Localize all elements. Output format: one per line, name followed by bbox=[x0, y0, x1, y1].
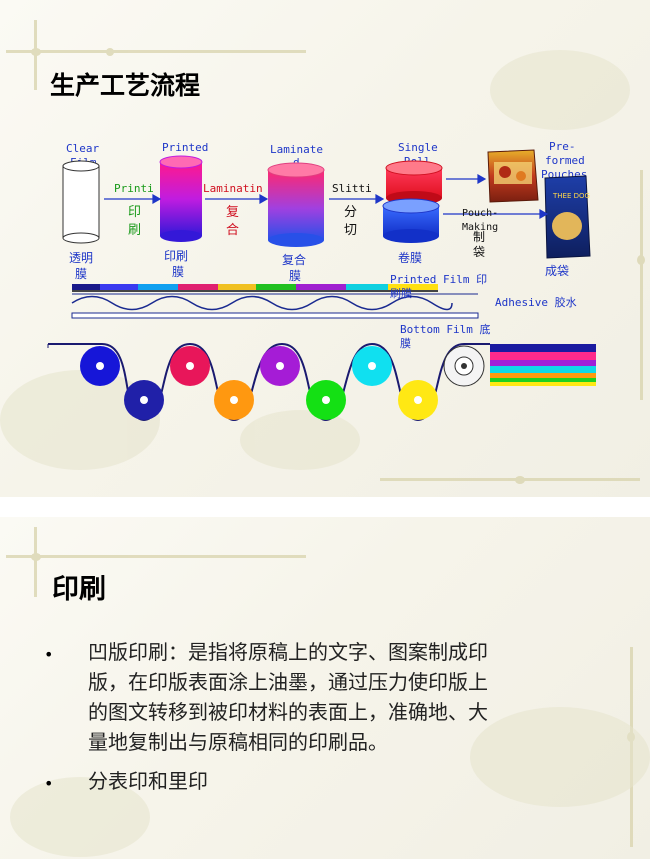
impression-roller-3-hub bbox=[322, 396, 330, 404]
print-roller-2-hub bbox=[186, 362, 194, 370]
pouch-brand-text: THEE DOG bbox=[552, 192, 590, 200]
laminated-label-2: d bbox=[293, 156, 300, 169]
laminated-zh: 复合 bbox=[282, 252, 306, 267]
bullet-line: 分表印和里印 bbox=[88, 769, 208, 793]
laminated-film-roll bbox=[267, 162, 325, 247]
bamboo-frame-decoration bbox=[6, 527, 650, 857]
printed-film-layer-label: Printed Film 印 bbox=[390, 273, 487, 286]
print-roller-3-hub bbox=[276, 362, 284, 370]
printed-film-layer-label-2: 刷膜 bbox=[390, 287, 412, 300]
laminating-process-label: Laminatin bbox=[203, 182, 263, 195]
printing-process-label: Printi bbox=[114, 182, 154, 195]
printed-output-stripes bbox=[490, 344, 596, 386]
film-layer-structure bbox=[71, 284, 479, 319]
laminating-process-zh-2: 合 bbox=[226, 223, 239, 238]
clear-film-zh-2: 膜 bbox=[75, 267, 87, 281]
bullet-line: 版，在印版表面涂上油墨，通过压力使印版上 bbox=[88, 670, 488, 694]
output-film-roll bbox=[443, 345, 485, 387]
bullet-line: 凹版印刷：是指将原稿上的文字、图案制成印 bbox=[88, 640, 488, 664]
impression-roller-4-hub bbox=[414, 396, 422, 404]
printed-zh-2: 膜 bbox=[172, 265, 184, 279]
preformed-label: Pre- bbox=[549, 140, 576, 153]
preformed-label-2: formed bbox=[545, 154, 585, 167]
laminated-label: Laminate bbox=[270, 143, 323, 156]
slitting-process-label: Slitti bbox=[332, 182, 372, 195]
single-roll-zh: 卷膜 bbox=[398, 250, 422, 265]
printed-film-roll bbox=[159, 155, 203, 242]
preformed-zh: 成袋 bbox=[545, 264, 569, 278]
clear-film-label: Clear bbox=[66, 142, 99, 155]
printed-label: Printed bbox=[162, 141, 208, 154]
adhesive-wave bbox=[71, 295, 453, 311]
bullet-marker: • bbox=[44, 645, 54, 664]
clear-film-zh: 透明 bbox=[69, 251, 93, 265]
process-slide: 生产工艺流程 Clear Film P bbox=[0, 0, 650, 497]
pouch-making-label: Pouch- bbox=[462, 208, 498, 219]
bottom-film-layer-label: Bottom Film 底 bbox=[400, 322, 490, 336]
bullet-surface-reverse: 分表印和里印 bbox=[88, 766, 208, 796]
slit-rolls bbox=[382, 160, 443, 243]
adhesive-layer-label: Adhesive 胶水 bbox=[495, 295, 577, 309]
pouch-making-zh: 制 bbox=[473, 230, 485, 244]
pouch-making-zh-2: 袋 bbox=[473, 245, 485, 259]
bamboo-frame-decoration bbox=[0, 20, 645, 484]
laminating-process-zh: 复 bbox=[226, 205, 239, 220]
printing-process-zh: 印 bbox=[128, 205, 141, 220]
printing-process-zh-2: 刷 bbox=[128, 223, 141, 238]
pouch-making-label-2: Making bbox=[462, 222, 498, 233]
slide-title: 生产工艺流程 bbox=[50, 71, 201, 100]
bullet-gravure-definition: 凹版印刷：是指将原稿上的文字、图案制成印 版，在印版表面涂上油墨，通过压力使印版… bbox=[88, 637, 488, 757]
clear-film-roll bbox=[62, 160, 100, 244]
pet-food-pouch-image: THEE DOG bbox=[544, 175, 591, 259]
impression-roller-2-hub bbox=[230, 396, 238, 404]
printing-slide: 印刷 • 凹版印刷：是指将原稿上的文字、图案制成印 版，在印版表面涂上油墨，通过… bbox=[0, 517, 650, 859]
printed-zh: 印刷 bbox=[164, 249, 188, 263]
single-roll-label: Single bbox=[398, 141, 438, 154]
print-roller-4-hub bbox=[368, 362, 376, 370]
bullet-line: 的图文转移到被印材料的表面上，准确地、大 bbox=[88, 700, 488, 724]
bullet-marker: • bbox=[44, 774, 54, 793]
snack-bag-image bbox=[487, 149, 539, 203]
slitting-process-zh-2: 切 bbox=[344, 223, 357, 238]
impression-roller-1-hub bbox=[140, 396, 148, 404]
bottom-film-layer-label-2: 膜 bbox=[400, 337, 411, 350]
laminated-zh-2: 膜 bbox=[289, 269, 301, 283]
bullet-line: 量地复制出与原稿相同的印刷品。 bbox=[88, 730, 388, 754]
print-roller-1-hub bbox=[96, 362, 104, 370]
slide-title: 印刷 bbox=[52, 574, 106, 605]
slitting-process-zh: 分 bbox=[344, 205, 357, 220]
lamination-process-diagram: Clear Film Printed Laminate d Single Rol… bbox=[47, 140, 596, 422]
